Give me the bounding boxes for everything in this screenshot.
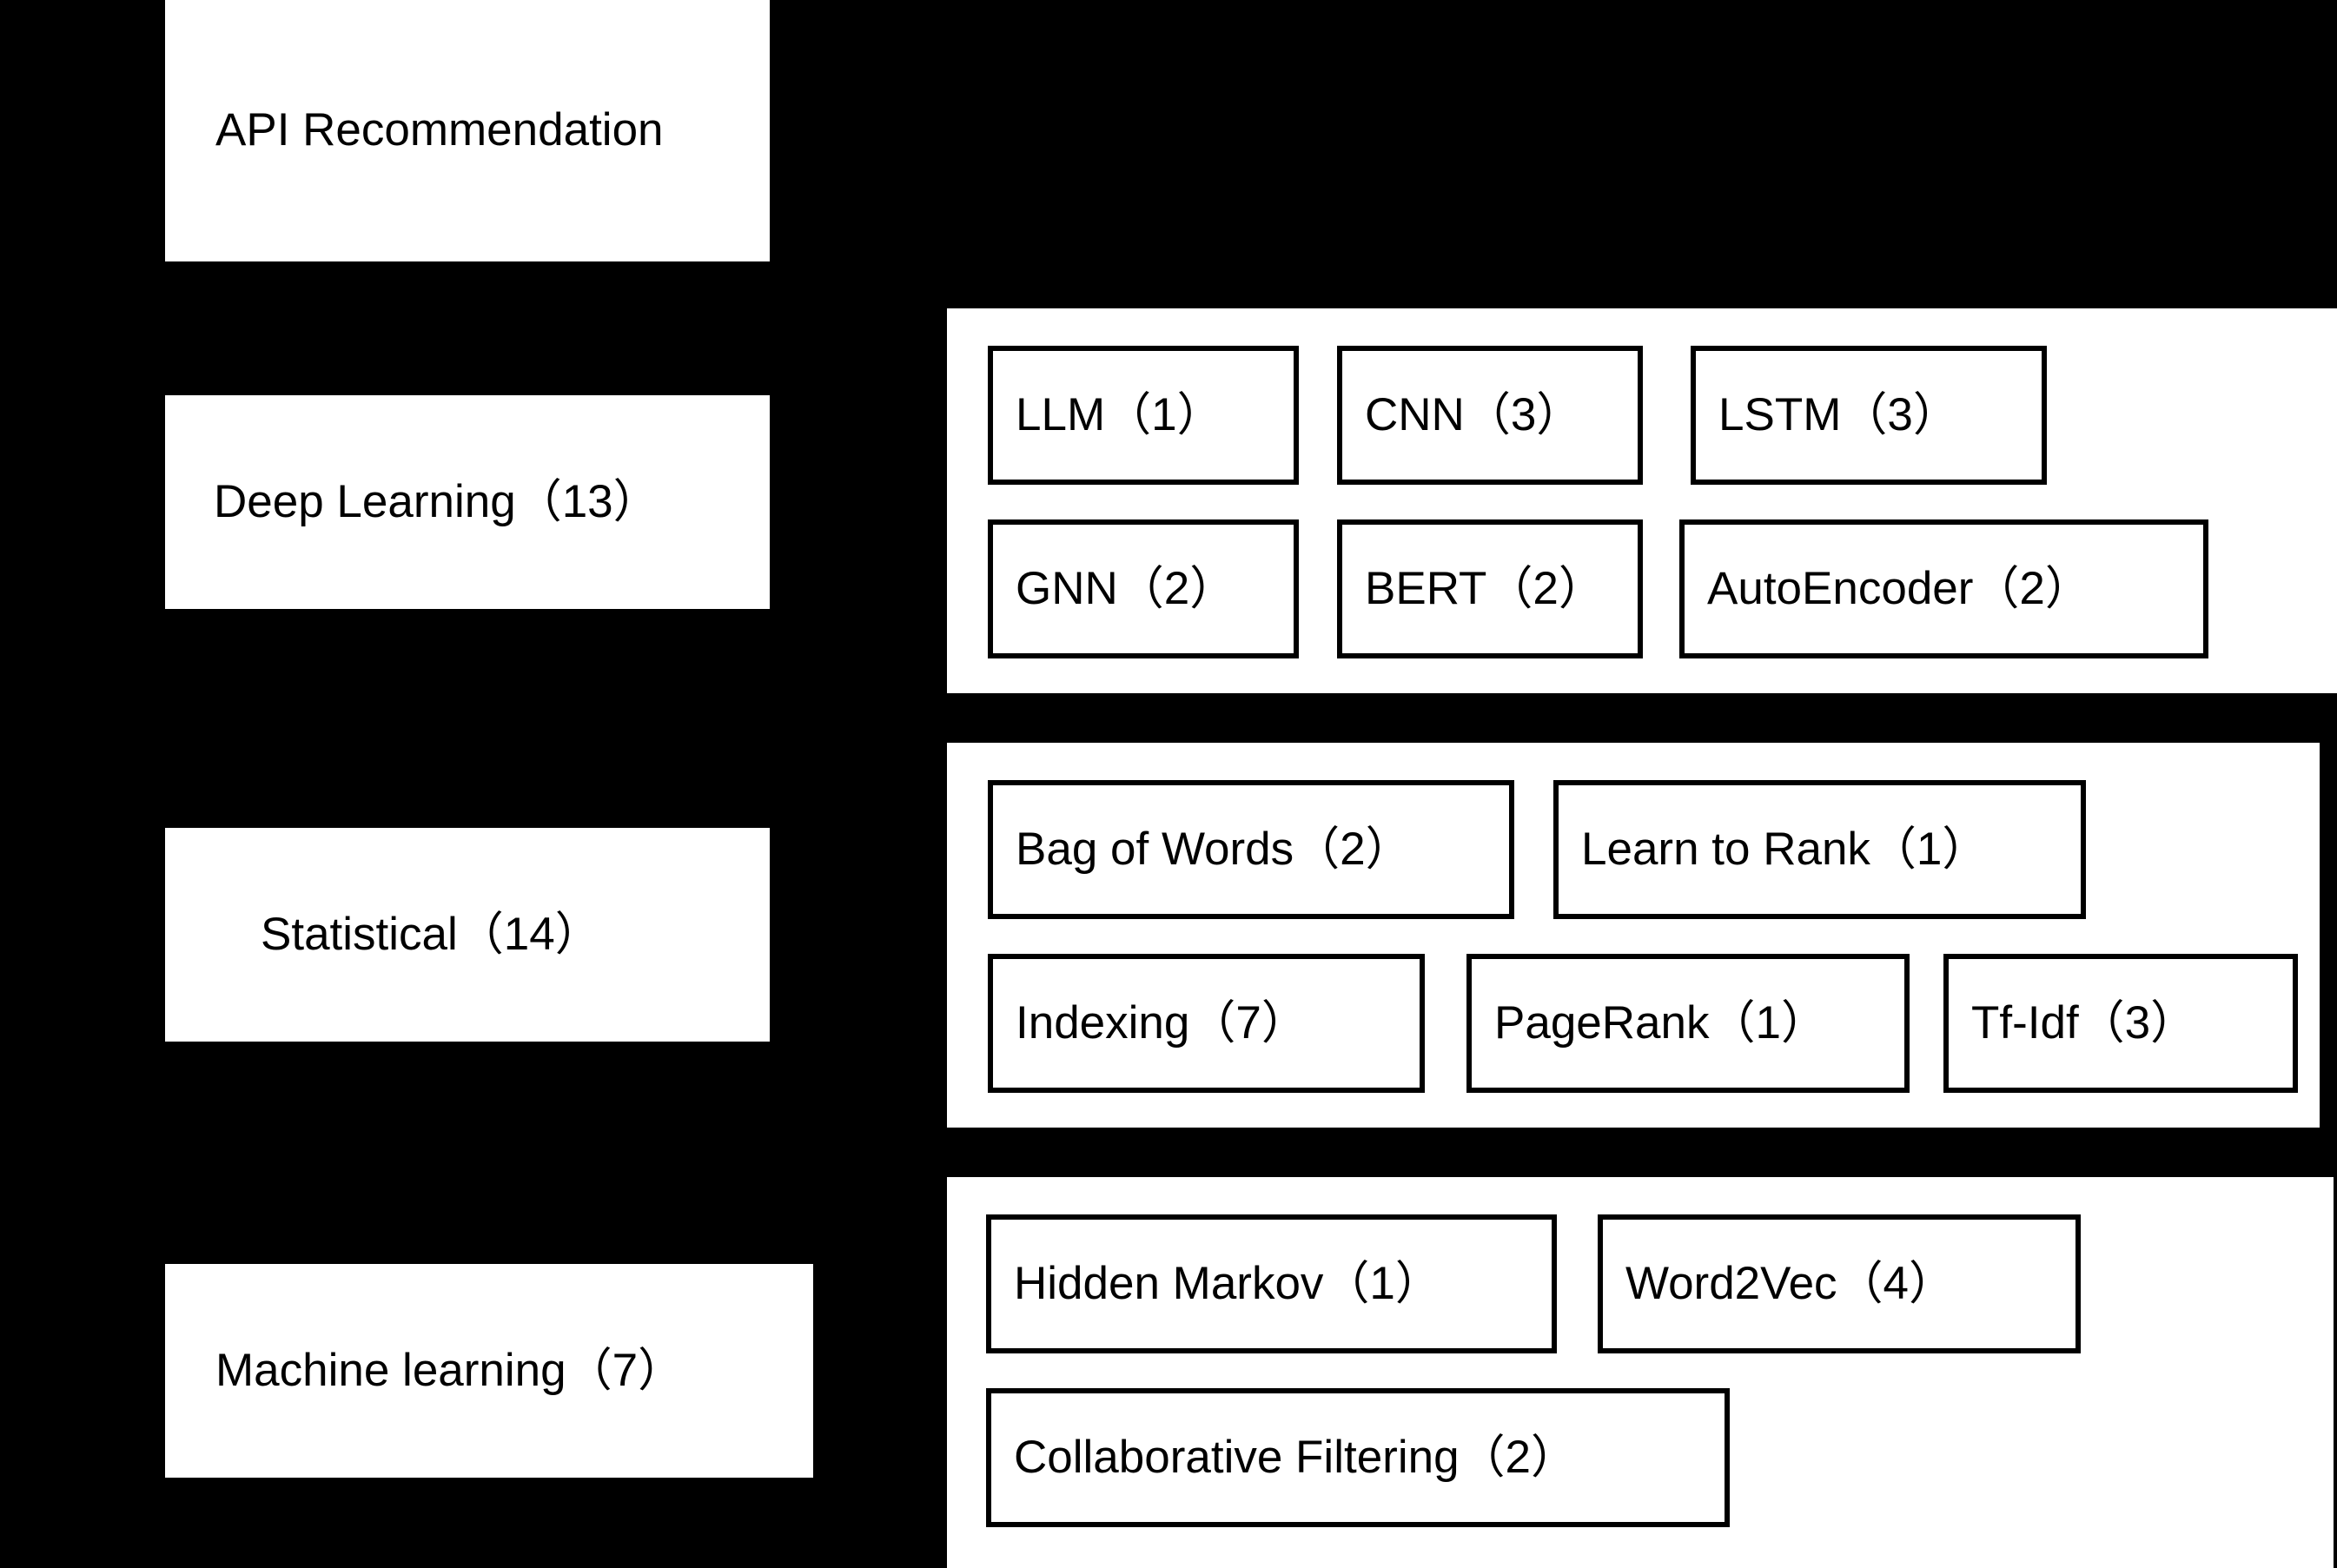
technique-label: Bag of Words（2） (1016, 823, 1412, 875)
technique-label: GNN（2） (1016, 562, 1236, 614)
technique-box[interactable]: PageRank（1） (1466, 954, 1910, 1093)
technique-label: Tf-Idf（3） (1971, 996, 2197, 1049)
technique-box[interactable]: BERT（2） (1337, 519, 1643, 658)
technique-label: Word2Vec（4） (1625, 1257, 1956, 1309)
technique-label: Collaborative Filtering（2） (1014, 1431, 1578, 1483)
category-label-box-machine-learning: Machine learning（7） (165, 1264, 813, 1478)
technique-box[interactable]: Indexing（7） (988, 954, 1425, 1093)
technique-box[interactable]: Word2Vec（4） (1598, 1214, 2081, 1353)
category-label-text-statistical: Statistical（14） (261, 908, 601, 960)
technique-label: LSTM（3） (1718, 388, 1959, 440)
technique-box[interactable]: CNN（3） (1337, 346, 1643, 485)
technique-box[interactable]: Bag of Words（2） (988, 780, 1514, 919)
technique-label: Hidden Markov（1） (1014, 1257, 1441, 1309)
technique-box[interactable]: Hidden Markov（1） (986, 1214, 1557, 1353)
category-label-text-machine-learning: Machine learning（7） (215, 1344, 685, 1396)
technique-label: Indexing（7） (1016, 996, 1308, 1049)
technique-label: Learn to Rank（1） (1581, 823, 1989, 875)
technique-label: LLM（1） (1016, 388, 1223, 440)
technique-box[interactable]: Learn to Rank（1） (1553, 780, 2086, 919)
technique-box[interactable]: GNN（2） (988, 519, 1299, 658)
technique-label: AutoEncoder（2） (1707, 562, 2091, 614)
category-label-box-statistical: Statistical（14） (165, 828, 770, 1042)
root-label-box: API Recommendation (165, 0, 770, 261)
technique-box[interactable]: LLM（1） (988, 346, 1299, 485)
category-label-text-deep-learning: Deep Learning（13） (214, 475, 659, 527)
technique-box[interactable]: Tf-Idf（3） (1943, 954, 2298, 1093)
technique-box[interactable]: LSTM（3） (1691, 346, 2047, 485)
root-label-text: API Recommendation (215, 104, 664, 156)
category-label-box-deep-learning: Deep Learning（13） (165, 395, 770, 609)
technique-label: BERT（2） (1365, 562, 1605, 614)
technique-label: CNN（3） (1365, 388, 1583, 440)
technique-box[interactable]: Collaborative Filtering（2） (986, 1388, 1730, 1527)
technique-box[interactable]: AutoEncoder（2） (1679, 519, 2208, 658)
technique-label: PageRank（1） (1494, 996, 1827, 1049)
